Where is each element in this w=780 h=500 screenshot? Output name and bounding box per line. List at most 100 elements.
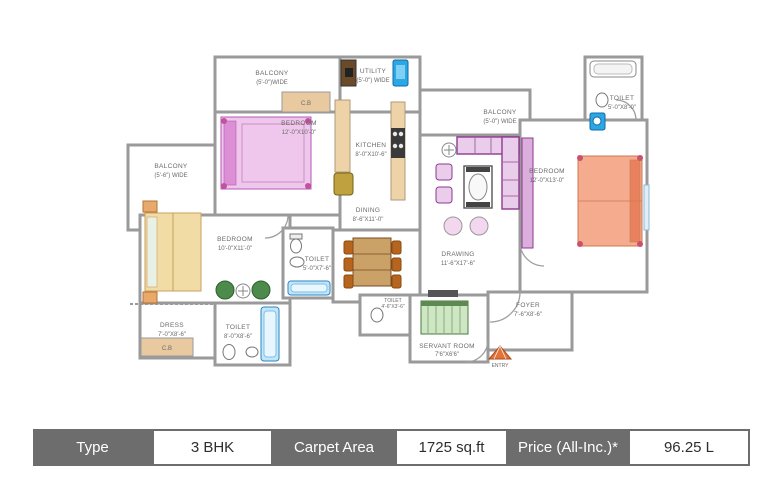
bedside-table bbox=[142, 200, 158, 213]
servant-bed-pillow bbox=[421, 301, 468, 306]
shelf-icon bbox=[428, 290, 458, 297]
entry-arrow-line bbox=[493, 345, 501, 360]
cupboard-top bbox=[281, 91, 331, 113]
spec-price-header: Price (All-Inc.)* bbox=[508, 429, 628, 466]
stove-burner bbox=[345, 68, 353, 77]
door-arc-bedroom-right bbox=[519, 241, 545, 267]
entry-label: ENTRY bbox=[492, 363, 510, 369]
plant-icon bbox=[215, 280, 235, 300]
chair-icon bbox=[343, 274, 354, 289]
room-balcony-right bbox=[418, 88, 532, 137]
bathtub-inner bbox=[593, 63, 633, 75]
plant-icon bbox=[251, 280, 271, 300]
servant-room-label: SERVANT ROOM bbox=[419, 343, 475, 350]
utility-dim: (5'-0") WIDE bbox=[356, 78, 389, 84]
toilet-bottom-left-dim: 8'-0"X8'-6" bbox=[224, 334, 252, 340]
bedside-table bbox=[142, 291, 158, 304]
bathtub-inner bbox=[263, 310, 277, 358]
bed-corner-rosette bbox=[305, 118, 311, 124]
utility-sink-basin bbox=[396, 65, 405, 79]
washbasin-bowl bbox=[592, 116, 602, 126]
dining-dim: 8'-6"X11'-0" bbox=[353, 217, 384, 223]
pillow-icon bbox=[223, 120, 237, 186]
wardrobe-icon bbox=[521, 137, 534, 249]
balcony-left-dim: (5'-6") WIDE bbox=[154, 173, 187, 179]
bed-corner-rosette bbox=[221, 118, 227, 124]
kitchen-label: KITCHEN bbox=[356, 142, 387, 149]
utility-label: UTILITY bbox=[360, 68, 387, 75]
room-foyer bbox=[486, 290, 574, 352]
bathtub-inner bbox=[290, 283, 328, 293]
hob-burner bbox=[398, 143, 404, 149]
door-arc-toilet-top-right bbox=[615, 99, 637, 121]
balcony-right-label: BALCONY bbox=[483, 109, 517, 116]
foyer-dim: 7'-6"X8'-6" bbox=[514, 312, 542, 318]
toilet-top-right-label: TOILET bbox=[610, 95, 634, 102]
hob-burner bbox=[392, 131, 398, 137]
hob-icon bbox=[391, 128, 405, 158]
pouffe-icon bbox=[435, 186, 453, 204]
chair-icon bbox=[391, 257, 402, 272]
floor-plan: BALCONY (5'-0")WIDE UTILITY (5'-0") WIDE… bbox=[126, 55, 650, 369]
window-icon bbox=[643, 184, 650, 231]
washbasin-icon bbox=[245, 346, 259, 358]
cupboard-bottom bbox=[140, 337, 194, 357]
bedroom-left-dim: 10'-0"X11'-0" bbox=[218, 246, 252, 252]
toilet-servant-dim: 4'-6"X3'-6" bbox=[381, 304, 404, 310]
pillow-icon bbox=[146, 216, 158, 288]
spec-carpet-value: 1725 sq.ft bbox=[395, 429, 508, 466]
bedroom-top-label: BEDROOM bbox=[281, 120, 317, 127]
floor-plan-area: BALCONY (5'-0")WIDE UTILITY (5'-0") WIDE… bbox=[126, 55, 650, 369]
bedroom-left-label: BEDROOM bbox=[217, 236, 253, 243]
dress-dim: 7'-0"X8'-6" bbox=[158, 332, 186, 338]
washbasin-icon bbox=[289, 256, 305, 268]
walls bbox=[126, 55, 649, 367]
bedroom-right-label: BEDROOM bbox=[529, 168, 565, 175]
drawing-dim: 11'-6"X17'-6" bbox=[441, 261, 475, 267]
bed-corner-rosette bbox=[577, 155, 583, 161]
kitchen-dim: 8'-0"X10'-6" bbox=[355, 152, 386, 158]
toilet-mid-label: TOILET bbox=[305, 256, 329, 263]
drawing-label: DRAWING bbox=[441, 251, 474, 258]
bed-corner-rosette bbox=[305, 183, 311, 189]
wc-icon bbox=[595, 92, 609, 108]
entry-arrow-icon bbox=[487, 345, 513, 360]
sofa-icon bbox=[501, 136, 520, 210]
table-top-oval bbox=[468, 173, 488, 201]
side-table-icon bbox=[443, 216, 463, 236]
foyer-label: FOYER bbox=[516, 302, 540, 309]
room-labels: BALCONY (5'-0")WIDE UTILITY (5'-0") WIDE… bbox=[154, 68, 636, 369]
wc-icon bbox=[222, 344, 236, 360]
bedroom-right-dim: 12'-0"X13'-0" bbox=[530, 178, 565, 184]
spec-type-value: 3 BHK bbox=[152, 429, 273, 466]
spec-table: Type 3 BHK Carpet Area 1725 sq.ft Price … bbox=[33, 429, 750, 466]
kitchen-cabinet bbox=[333, 172, 354, 196]
balcony-right-dim: (5'-0") WIDE bbox=[483, 119, 516, 125]
chair-icon bbox=[343, 257, 354, 272]
center-table-edge bbox=[466, 167, 490, 172]
hob-burner bbox=[392, 143, 398, 149]
chair-icon bbox=[391, 274, 402, 289]
door-arc-bedroom-top bbox=[264, 214, 289, 239]
door-arcs bbox=[264, 99, 637, 363]
bed-corner-rosette bbox=[577, 241, 583, 247]
entry-arrow-line bbox=[499, 345, 507, 360]
balcony-left-label: BALCONY bbox=[154, 163, 188, 170]
side-table-icon bbox=[469, 216, 489, 236]
toilet-top-right-dim: 5'-0"X8'-0" bbox=[608, 105, 636, 111]
dining-table-icon bbox=[352, 237, 392, 287]
pouffe-icon bbox=[435, 163, 453, 181]
bedroom-top-dim: 12'-0"X10'-0" bbox=[282, 130, 317, 136]
door-arc-foyer bbox=[489, 291, 521, 323]
spec-carpet-header: Carpet Area bbox=[273, 429, 395, 466]
wc-icon bbox=[290, 238, 302, 254]
servant-room-dim: 7'6"X6'6" bbox=[435, 352, 459, 358]
chair-icon bbox=[391, 240, 402, 255]
bed-corner-rosette bbox=[637, 241, 643, 247]
dress-label: DRESS bbox=[160, 322, 184, 329]
spec-type-header: Type bbox=[33, 429, 152, 466]
wc-icon bbox=[370, 307, 384, 323]
toilet-bottom-left-label: TOILET bbox=[226, 324, 250, 331]
cb-top-label: C.B bbox=[301, 101, 311, 107]
toilet-servant-label: TOILET bbox=[384, 298, 401, 304]
